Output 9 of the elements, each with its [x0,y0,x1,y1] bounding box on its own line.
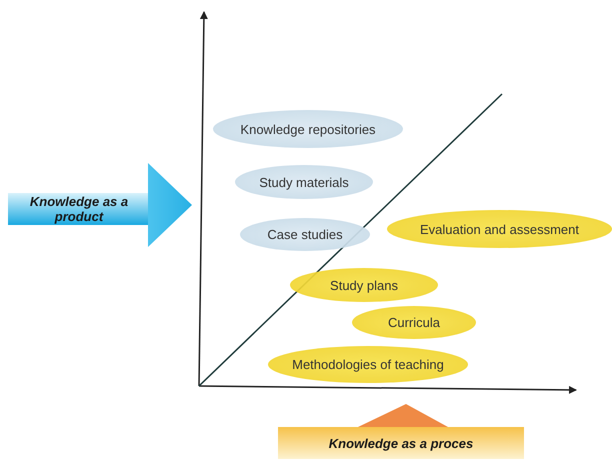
topic-ellipse: Case studies [240,218,370,251]
topic-ellipse: Knowledge repositories [213,110,403,148]
topic-ellipse: Curricula [352,306,476,339]
topic-ellipse: Study plans [290,268,438,302]
arrow-label: Knowledge as a product [28,194,130,224]
arrow-label: Knowledge as a proces [328,436,474,451]
topic-ellipse: Evaluation and assessment [387,210,612,248]
topic-ellipse: Methodologies of teaching [268,346,468,383]
topic-ellipse: Study materials [235,165,373,199]
